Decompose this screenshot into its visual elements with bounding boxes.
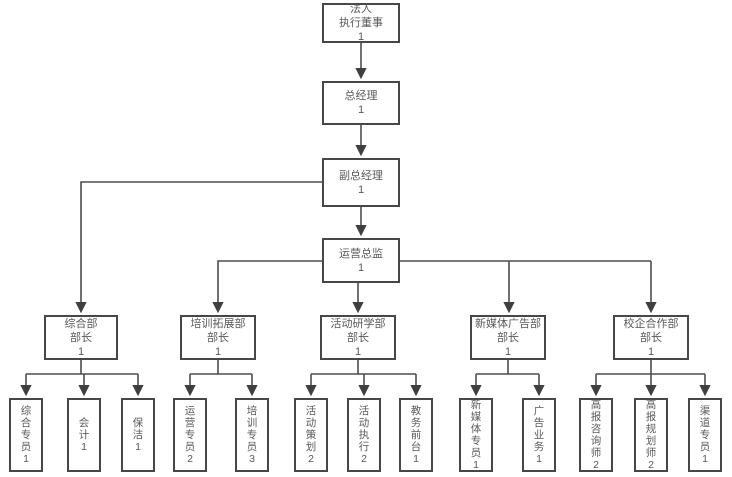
node-count: 1: [354, 345, 362, 358]
org-node-gaokao-consultant[interactable]: 高报咨询师 2: [579, 398, 613, 472]
node-count: 1: [647, 345, 655, 358]
node-label: 会计: [78, 417, 90, 441]
org-node-dept-general[interactable]: 综合部 部长 1: [44, 315, 118, 360]
node-label: 部长: [207, 331, 229, 344]
org-node-event-planning[interactable]: 活动策划 2: [294, 398, 328, 472]
node-count: 1: [357, 183, 365, 196]
node-count: 1: [135, 441, 141, 453]
org-node-operations-director[interactable]: 运营总监 1: [322, 238, 400, 283]
node-label: 培训专员: [246, 405, 258, 453]
org-node-deputy-general-manager[interactable]: 副总经理 1: [322, 158, 400, 207]
node-label: 执行董事: [339, 17, 383, 29]
org-node-channel-specialist[interactable]: 渠道专员 1: [688, 398, 722, 472]
node-count: 1: [413, 453, 419, 465]
node-label: 保洁: [132, 417, 144, 441]
node-count: 1: [702, 453, 708, 465]
node-count: 2: [593, 459, 599, 471]
node-count: 1: [504, 345, 512, 358]
node-label: 高报规划师: [645, 399, 657, 459]
node-label: 活动执行: [358, 405, 370, 453]
node-count: 2: [308, 453, 314, 465]
node-count: 1: [357, 261, 365, 274]
org-node-dept-activity-research[interactable]: 活动研学部 部长 1: [320, 315, 396, 360]
org-node-general-manager[interactable]: 总经理 1: [322, 81, 400, 125]
org-node-cleaner[interactable]: 保洁 1: [121, 398, 155, 472]
org-node-training-specialist[interactable]: 培训专员 3: [235, 398, 269, 472]
node-count: 2: [187, 453, 193, 465]
node-label: 部长: [640, 331, 662, 344]
node-label: 活动研学部: [330, 317, 386, 330]
node-count: 1: [214, 345, 222, 358]
node-label: 教务前台: [410, 405, 422, 453]
node-label: 新媒体专员: [470, 399, 482, 459]
node-label: 总经理: [344, 90, 378, 102]
node-count: 1: [357, 31, 365, 43]
node-label: 运营总监: [339, 247, 383, 260]
org-node-general-specialist[interactable]: 综合专员 1: [9, 398, 43, 472]
node-count: 2: [361, 453, 367, 465]
node-label: 广告业务: [533, 405, 545, 453]
node-label: 活动策划: [305, 405, 317, 453]
node-label: 部长: [347, 331, 369, 344]
node-label: 综合专员: [20, 405, 32, 453]
node-label: 副总经理: [339, 169, 383, 182]
node-count: 1: [357, 104, 365, 116]
node-label: 运营专员: [184, 405, 196, 453]
node-label: 部长: [497, 331, 519, 344]
node-count: 3: [249, 453, 255, 465]
node-count: 1: [77, 345, 85, 358]
org-node-new-media-specialist[interactable]: 新媒体专员 1: [459, 398, 493, 472]
org-node-accountant[interactable]: 会计 1: [67, 398, 101, 472]
org-node-legal-executive-director[interactable]: 法人 执行董事 1: [322, 3, 400, 43]
org-node-dept-school-enterprise[interactable]: 校企合作部 部长 1: [613, 315, 689, 360]
node-label: 校企合作部: [623, 317, 679, 330]
org-node-dept-new-media-ads[interactable]: 新媒体广告部 部长 1: [470, 315, 546, 360]
node-count: 1: [473, 459, 479, 471]
node-count: 1: [23, 453, 29, 465]
org-node-operations-specialist[interactable]: 运营专员 2: [173, 398, 207, 472]
org-node-event-execution[interactable]: 活动执行 2: [347, 398, 381, 472]
node-label: 渠道专员: [699, 405, 711, 453]
node-count: 1: [536, 453, 542, 465]
node-count: 1: [81, 441, 87, 453]
node-label: 新媒体广告部: [475, 317, 541, 330]
node-count: 2: [648, 459, 654, 471]
org-node-gaokao-planner[interactable]: 高报规划师 2: [634, 398, 668, 472]
node-label: 培训拓展部: [190, 317, 246, 330]
org-node-dept-training-expansion[interactable]: 培训拓展部 部长 1: [180, 315, 256, 360]
node-label: 高报咨询师: [590, 399, 602, 459]
node-label: 部长: [70, 331, 92, 344]
node-label: 法人: [350, 3, 372, 15]
node-label: 综合部: [64, 317, 98, 330]
org-node-academic-front-desk[interactable]: 教务前台 1: [399, 398, 433, 472]
org-node-ad-business[interactable]: 广告业务 1: [522, 398, 556, 472]
